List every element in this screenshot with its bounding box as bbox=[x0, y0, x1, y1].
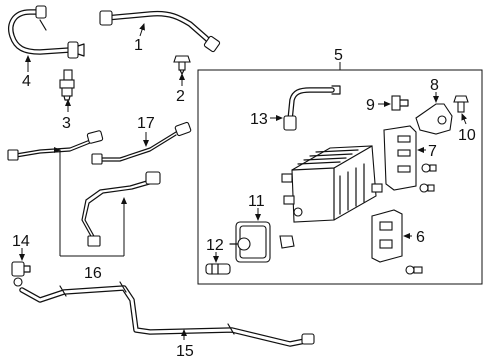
sensor-harness-16b bbox=[81, 171, 161, 247]
vapor-hose-1 bbox=[99, 10, 221, 53]
callout-17: 17 bbox=[137, 115, 155, 132]
callout-5: 5 bbox=[334, 47, 343, 64]
purge-valve-11 bbox=[229, 221, 271, 263]
bolt-7a bbox=[421, 163, 437, 173]
callout-1: 1 bbox=[134, 37, 143, 54]
callout-2: 2 bbox=[176, 88, 185, 105]
bolt-6 bbox=[405, 265, 423, 275]
sensor-harness-17 bbox=[91, 121, 192, 165]
hose-assembly-4 bbox=[8, 5, 85, 59]
bolt-7b bbox=[419, 183, 435, 193]
callout-9: 9 bbox=[366, 97, 375, 114]
callout-11: 11 bbox=[248, 193, 265, 210]
valve-bracket-7 bbox=[383, 125, 417, 191]
callout-10: 10 bbox=[458, 127, 476, 144]
bracket-8 bbox=[415, 103, 453, 135]
sensor-harness-16a bbox=[7, 130, 104, 161]
callout-14: 14 bbox=[12, 233, 30, 250]
purge-hose-13 bbox=[283, 85, 341, 131]
callout-7: 7 bbox=[428, 143, 437, 160]
clip-2 bbox=[173, 55, 191, 75]
callout-6: 6 bbox=[416, 229, 425, 246]
clip-small bbox=[279, 235, 295, 249]
bolt-10 bbox=[453, 95, 469, 113]
callout-16: 16 bbox=[84, 265, 102, 282]
oxygen-sensor-3 bbox=[59, 69, 75, 101]
callout-3: 3 bbox=[62, 115, 71, 132]
evap-canister bbox=[281, 145, 383, 223]
callout-13: 13 bbox=[250, 111, 268, 128]
vapor-tube-15 bbox=[19, 281, 315, 347]
connector-14 bbox=[11, 261, 31, 287]
mounting-bracket-6 bbox=[371, 209, 403, 263]
callout-15: 15 bbox=[176, 343, 194, 360]
clip-9 bbox=[391, 95, 409, 111]
callout-12: 12 bbox=[206, 237, 224, 254]
callout-8: 8 bbox=[430, 77, 439, 94]
connector-12 bbox=[205, 263, 231, 275]
callout-4: 4 bbox=[22, 73, 31, 90]
